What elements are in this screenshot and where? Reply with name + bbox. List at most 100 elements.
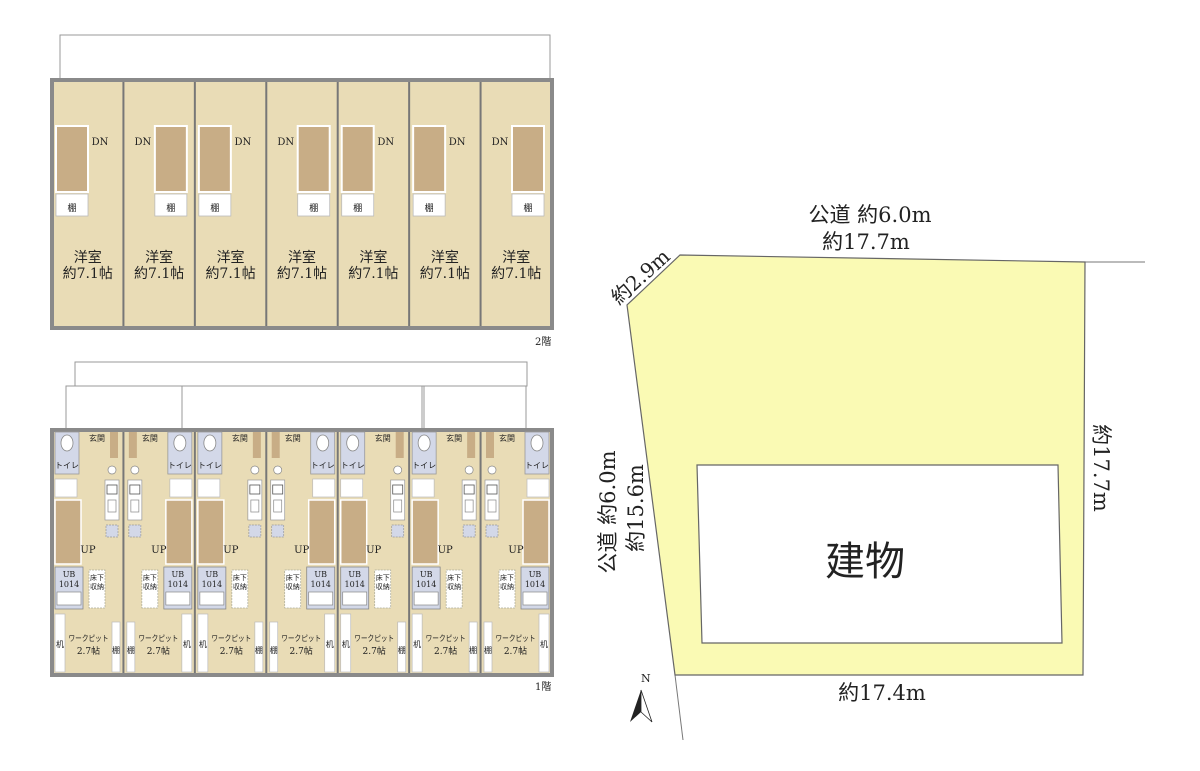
bathtub-icon	[522, 591, 548, 606]
staircase	[307, 499, 336, 565]
storage-label: 床下	[143, 573, 157, 582]
workpit-size: 2.7帖	[77, 645, 100, 657]
storage-label: 収納	[90, 582, 104, 591]
shoe-cabinet	[110, 432, 118, 458]
toilet-label: トイレ	[168, 461, 192, 470]
stairs-dn-label: DN	[277, 137, 294, 148]
second-floor-label: 2階	[535, 336, 551, 348]
underfloor-storage	[141, 569, 159, 609]
second-floor-plan: 棚DN洋室約7.1帖棚DN洋室約7.1帖棚DN洋室約7.1帖棚DN洋室約7.1帖…	[50, 34, 554, 330]
toilet-label: トイレ	[198, 461, 222, 470]
room-name: 洋室	[217, 249, 245, 266]
stairs-up-label: UP	[366, 545, 381, 556]
staircase	[411, 499, 439, 565]
staircase	[522, 499, 550, 565]
toilet-icon	[316, 434, 330, 452]
room-name: 洋室	[145, 249, 173, 266]
bath-size-label: 1014	[59, 580, 79, 589]
room-name: 洋室	[431, 249, 459, 266]
washer-space	[391, 524, 405, 538]
workpit-name: ワークピット	[496, 634, 536, 643]
top-road-label: 公道 約6.0m	[809, 203, 932, 227]
stairs-up-label: UP	[438, 545, 453, 556]
stove-icon	[106, 484, 118, 495]
bath-size-label: 1014	[416, 580, 436, 589]
entrance-label: 玄関	[446, 433, 462, 443]
shelf-label: 棚	[255, 645, 263, 655]
left-road-label: 公道 約6.0m	[596, 450, 620, 573]
room-size: 約7.1帖	[63, 266, 113, 282]
storage-label: 床下	[500, 573, 514, 582]
bath-label: UB	[348, 570, 361, 579]
room-size: 約7.1帖	[205, 266, 255, 282]
sink-icon	[130, 499, 140, 513]
entrance-label: 玄関	[142, 433, 158, 443]
washer-space	[462, 524, 476, 538]
first-floor-label: 1階	[535, 681, 551, 693]
toilet-label: トイレ	[412, 461, 436, 470]
staircase	[197, 125, 232, 193]
room-size: 約7.1帖	[277, 266, 327, 282]
washer-space	[271, 524, 285, 538]
staircase	[340, 125, 375, 193]
entrance-label: 玄関	[89, 433, 105, 443]
shelf-label: 棚	[127, 645, 135, 655]
bottom-length-label: 約17.4m	[838, 681, 926, 705]
porch	[65, 385, 183, 431]
room-size: 約7.1帖	[348, 266, 398, 282]
stove-icon	[463, 484, 475, 495]
shoe-cabinet	[395, 432, 404, 458]
washbasin-icon	[130, 465, 140, 475]
stairs-dn-label: DN	[234, 137, 251, 148]
storage-label: 収納	[233, 582, 247, 591]
washer-space	[128, 524, 142, 538]
closet	[312, 478, 336, 498]
washbasin-icon	[250, 465, 260, 475]
workpit-size: 2.7帖	[290, 645, 313, 657]
shelf	[198, 193, 232, 217]
bath-size-label: 1014	[168, 580, 188, 589]
staircase	[339, 499, 368, 565]
sink-icon	[107, 499, 117, 513]
toilet-label: トイレ	[311, 461, 335, 470]
bath-label: UB	[172, 570, 185, 579]
shoe-cabinet	[467, 432, 476, 458]
stairs-up-label: UP	[80, 545, 95, 556]
building-footprint	[696, 464, 1063, 644]
shelf-label: 棚	[210, 202, 219, 214]
desk	[324, 613, 336, 673]
stairs-up-label: UP	[223, 545, 238, 556]
shelf-label: 棚	[67, 202, 76, 214]
room-size: 約7.1帖	[420, 266, 470, 282]
desk-label: 机	[183, 639, 191, 649]
workpit-name: ワークピット	[138, 634, 178, 643]
stairs-dn-label: DN	[92, 137, 109, 148]
balcony	[59, 34, 551, 81]
underfloor-storage	[231, 569, 249, 609]
desk	[197, 613, 209, 673]
toilet-icon	[173, 434, 187, 452]
staircase	[55, 125, 89, 193]
bathtub-icon	[342, 591, 368, 606]
storage-label: 収納	[500, 582, 514, 591]
desk-label: 机	[540, 639, 548, 649]
toilet-label: トイレ	[55, 461, 79, 470]
workpit-size: 2.7帖	[147, 645, 170, 657]
shelf	[412, 193, 446, 217]
top-length-label: 約17.7m	[822, 230, 910, 254]
toilet-icon	[530, 434, 544, 452]
storage-label: 床下	[376, 573, 390, 582]
desk	[340, 613, 352, 673]
closet	[526, 478, 550, 498]
sink-icon	[250, 499, 260, 513]
bathtub-icon	[56, 591, 82, 606]
